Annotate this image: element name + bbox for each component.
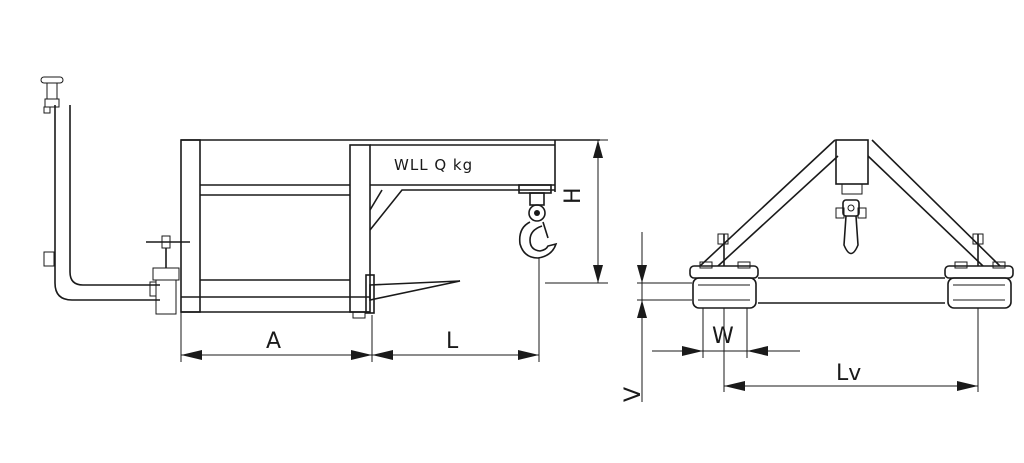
clamp-screw [146, 235, 190, 315]
shackle [835, 199, 867, 255]
front-view: V W Lv [621, 139, 1014, 402]
handle-tube [40, 76, 160, 301]
boom-frame [180, 139, 600, 319]
boom-arm: WLL Q kg [369, 140, 556, 231]
dimension-v: V [621, 232, 692, 402]
dimension-h-label: H [561, 187, 586, 204]
left-pad [689, 233, 759, 309]
boom-wll-label: WLL Q kg [394, 156, 473, 174]
dimension-lv: Lv [723, 308, 979, 392]
dimension-a-label: A [266, 329, 281, 354]
dimension-w-label: W [712, 324, 734, 349]
right-pad [944, 233, 1014, 309]
dimension-lv-label: Lv [836, 361, 861, 386]
dimension-v-label: V [621, 387, 646, 402]
dimension-w: W [652, 308, 800, 358]
dimension-a-l: A L [180, 258, 540, 362]
dimension-l-label: L [446, 329, 459, 354]
triangle-frame [699, 139, 1001, 304]
hook [518, 192, 558, 259]
dimension-h: H [545, 139, 608, 284]
side-view: WLL Q kg H A [40, 76, 608, 362]
